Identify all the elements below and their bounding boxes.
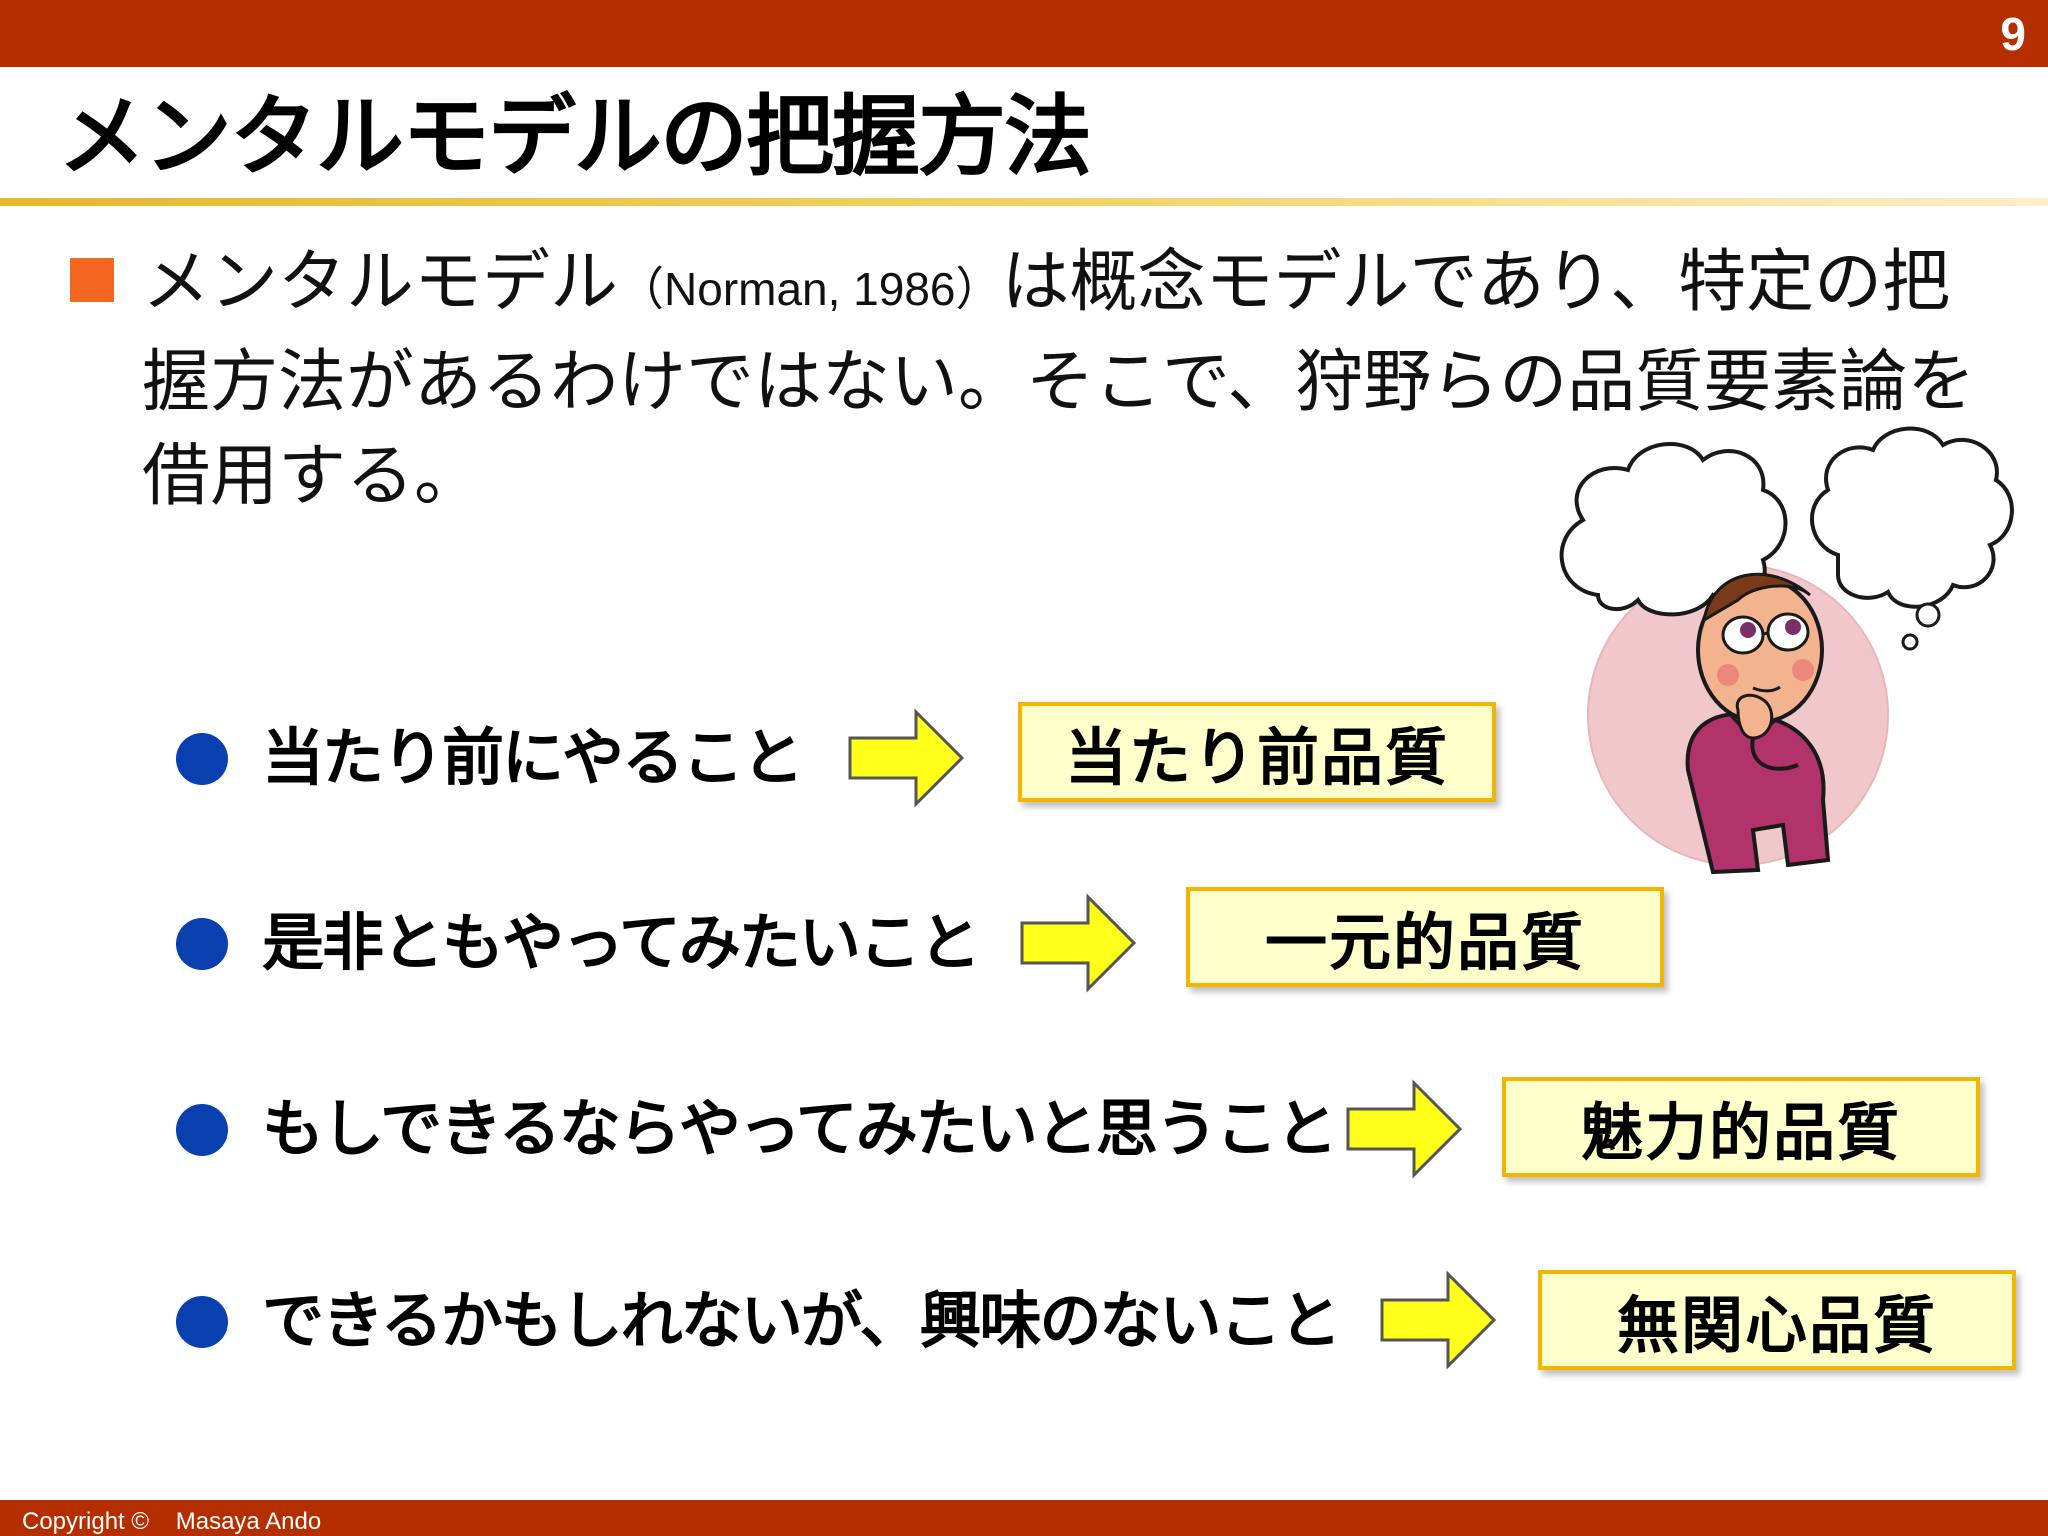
title-underline xyxy=(0,198,2048,206)
bullet-dot-icon xyxy=(176,1104,228,1156)
right-arrow-icon xyxy=(1020,893,1137,993)
right-arrow-icon xyxy=(1346,1079,1463,1179)
item-text-4: できるかもしれないが、興味のないこと xyxy=(262,1284,1342,1357)
bullet-dot-icon xyxy=(176,918,228,970)
footer-bar xyxy=(0,1500,2048,1536)
thinking-man-illustration xyxy=(1559,426,2014,875)
quality-box-2: 一元的品質 xyxy=(1186,887,1664,987)
item-text-2: 是非ともやってみたいこと xyxy=(262,906,981,979)
page-number: 9 xyxy=(2000,8,2026,60)
slide-title: メンタルモデルの把握方法 xyxy=(58,85,1092,188)
quality-box-4: 無関心品質 xyxy=(1538,1270,2016,1370)
item-text-1: 当たり前にやること xyxy=(262,721,804,794)
intro-text-start: メンタルモデル xyxy=(142,243,619,322)
item-text-3: もしできるならやってみたいと思うこと xyxy=(262,1092,1338,1165)
bullet-dot-icon xyxy=(176,1296,228,1348)
right-arrow-icon xyxy=(848,708,965,808)
bullet-dot-icon xyxy=(176,733,228,785)
intro-text-end: は概念モデルであり、特定の把握方法があるわけではない。そこで、狩野らの品質要素論… xyxy=(142,243,1976,516)
quality-box-3: 魅力的品質 xyxy=(1502,1077,1980,1177)
intro-paragraph: メンタルモデル（Norman, 1986）は概念モデルであり、特定の把握方法があ… xyxy=(142,236,2002,524)
square-bullet-icon xyxy=(70,258,114,302)
quality-box-1: 当たり前品質 xyxy=(1018,702,1496,802)
intro-citation: （Norman, 1986） xyxy=(618,263,1002,315)
header-bar xyxy=(0,0,2048,67)
right-arrow-icon xyxy=(1380,1270,1497,1370)
copyright-text: Copyright © Masaya Ando xyxy=(22,1508,322,1535)
